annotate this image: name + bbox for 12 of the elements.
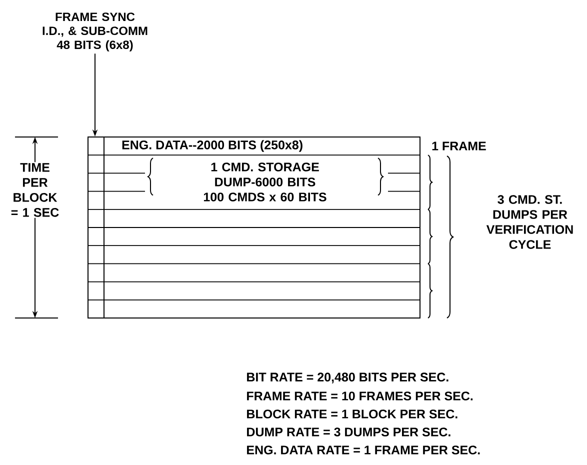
bracket-label: 3 CMD. ST. DUMPS PER VERIFICATION CYCLE (486, 195, 573, 249)
caption-text: FRAME SYNC I.D., & SUB-COMM 48 BITS (6x8) (42, 12, 148, 52)
sync-column (88, 136, 104, 318)
cell-text: ENG. DATA--2000 BITS (250x8) (122, 140, 302, 152)
row-label: 1 FRAME (432, 142, 486, 150)
note-text: FRAME RATE = 10 FRAMES PER SEC. (247, 392, 473, 400)
note-text: ENG. DATA RATE = 1 FRAME PER SEC. (247, 446, 480, 454)
cell-text: 1 CMD. STORAGE DUMP-6000 BITS 100 CMDS x 60 BITS (204, 162, 326, 202)
dimension-label: TIME PER BLOCK = 1 SEC (6, 162, 64, 218)
note-text: BIT RATE = 20,480 BITS PER SEC. (247, 372, 448, 384)
note-text: DUMP RATE = 3 DUMPS PER SEC. (247, 428, 450, 436)
note-text: BLOCK RATE = 1 BLOCK PER SEC. (247, 410, 458, 418)
